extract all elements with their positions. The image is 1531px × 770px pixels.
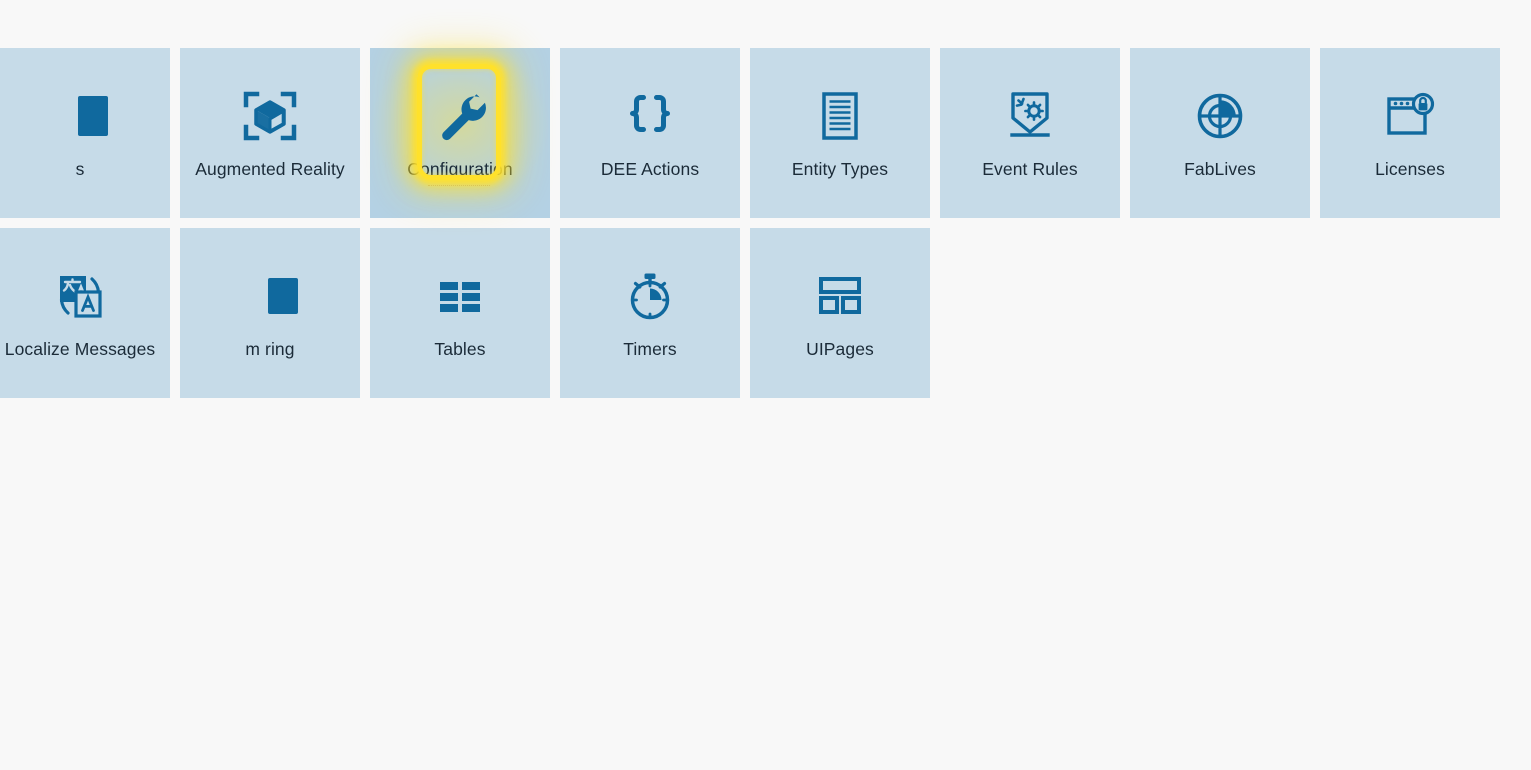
tile-event-rules[interactable]: Event Rules (940, 48, 1120, 218)
tile-grid: s Augmented Reality (0, 48, 1531, 398)
tile-clipped-left-row2[interactable]: m ring (180, 228, 360, 398)
tile-label: DEE Actions (600, 159, 700, 179)
tile-label: m ring (245, 339, 295, 359)
tile-timers[interactable]: Timers (560, 228, 740, 398)
tile-label: Localize Messages (4, 339, 156, 359)
tile-label: Timers (623, 339, 677, 359)
tile-label: Tables (434, 339, 486, 359)
tile-label: Augmented Reality (195, 159, 345, 179)
tile-entity-types[interactable]: Entity Types (750, 48, 930, 218)
curly-braces-icon (622, 88, 678, 144)
document-lines-icon (812, 88, 868, 144)
tile-label: FabLives (1184, 159, 1256, 179)
tile-label: Configuration (407, 159, 513, 179)
tile-label: Entity Types (791, 159, 889, 179)
tile-dee-actions[interactable]: DEE Actions (560, 48, 740, 218)
layout-blocks-icon (812, 268, 868, 324)
tile-clipped-left-row1[interactable]: s (0, 48, 170, 218)
tile-label: UIPages (806, 339, 874, 359)
tile-augmented-reality[interactable]: Augmented Reality (180, 48, 360, 218)
tile-uipages[interactable]: UIPages (750, 228, 930, 398)
wrench-icon (432, 88, 488, 144)
window-lock-icon (1382, 88, 1438, 144)
stopwatch-icon (622, 268, 678, 324)
tile-label: Event Rules (982, 159, 1078, 179)
tile-fablives[interactable]: FabLives (1130, 48, 1310, 218)
tile-label: s (75, 159, 85, 179)
tile-localize-messages[interactable]: Localize Messages (0, 228, 170, 398)
clipped-icon (242, 268, 298, 324)
event-gear-icon (1002, 88, 1058, 144)
table-grid-icon (432, 268, 488, 324)
tile-licenses[interactable]: Licenses (1320, 48, 1500, 218)
focus-underline (428, 185, 490, 186)
translate-icon (52, 268, 108, 324)
tile-tables[interactable]: Tables (370, 228, 550, 398)
tile-configuration[interactable]: Configuration (370, 48, 550, 218)
clipped-icon (52, 88, 108, 144)
ar-cube-icon (242, 88, 298, 144)
tile-label: Licenses (1375, 159, 1445, 179)
target-globe-icon (1192, 88, 1248, 144)
